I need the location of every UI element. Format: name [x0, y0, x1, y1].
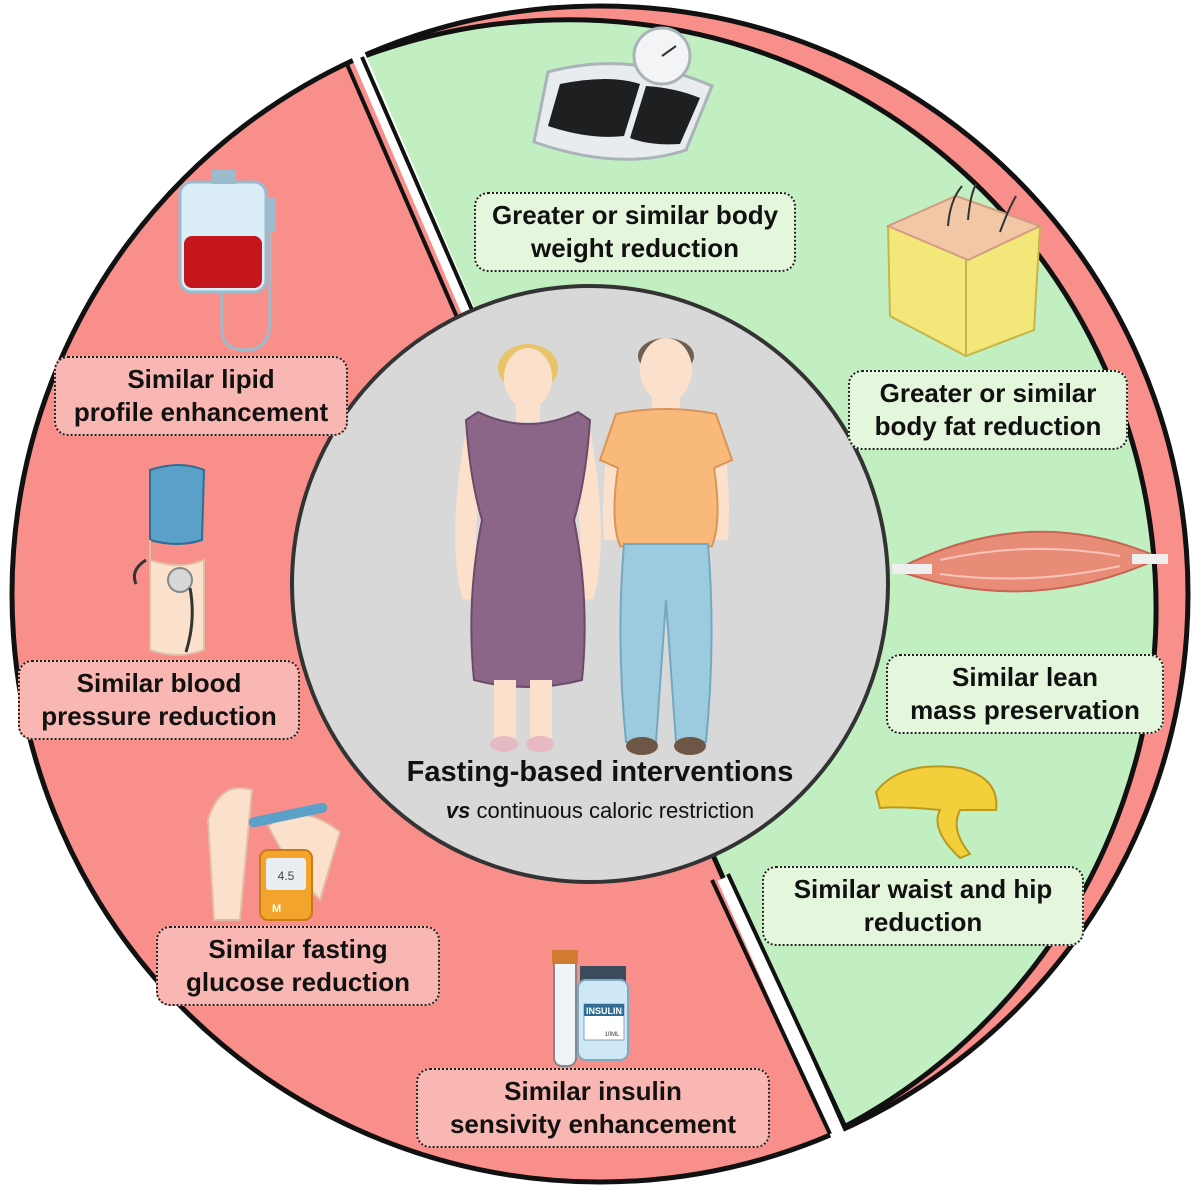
outcome-lean-mass: Similar lean mass preservation: [886, 654, 1164, 734]
woman-figure-icon: [455, 344, 601, 752]
outcome-line-2: sensivity enhancement: [449, 1109, 737, 1139]
center-subtitle-vs: vs: [445, 798, 471, 823]
insulin-vial-icon: INSULIN 10ML: [552, 950, 629, 1067]
outcome-line-1: Similar fasting: [208, 934, 388, 964]
glucometer-icon: 4.5 M: [206, 787, 342, 921]
divider-top-edge-2: [344, 61, 468, 339]
outcome-line-2: mass preservation: [910, 695, 1140, 725]
outcome-line-1: Similar insulin: [504, 1076, 682, 1106]
tape-measure-icon: [874, 765, 998, 860]
center-subtitle: vs continuous caloric restriction: [300, 798, 900, 824]
glucometer-key: M: [272, 903, 281, 915]
muscle-icon: [892, 530, 1168, 593]
center-title: Fasting-based interventions: [406, 756, 794, 788]
outcome-blood-pressure: Similar blood pressure reduction: [18, 660, 300, 740]
fat-tissue-icon: [885, 183, 1043, 358]
outcome-line-2: body fat reduction: [874, 411, 1102, 441]
outcome-line-2: profile enhancement: [73, 397, 329, 427]
divider-bottom-edge: [726, 873, 848, 1129]
outcome-lipid-profile: Similar lipid profile enhancement: [54, 356, 348, 436]
outcome-line-1: Greater or similar body: [491, 200, 779, 230]
outcome-body-fat: Greater or similar body fat reduction: [848, 370, 1128, 450]
divider-top: [343, 33, 485, 337]
blood-bag-icon: [178, 170, 276, 352]
outcome-line-1: Similar waist and hip: [793, 874, 1053, 904]
divider-top-edge: [360, 56, 484, 334]
outcome-line-2: pressure reduction: [41, 701, 277, 731]
outcome-line-1: Greater or similar: [879, 378, 1097, 408]
glucometer-reading: 4.5: [278, 869, 295, 883]
blood-pressure-cuff-icon: [132, 464, 206, 656]
divider-bottom-edge-2: [710, 879, 832, 1135]
outcome-line-1: Similar blood: [76, 668, 242, 698]
outcome-line-2: glucose reduction: [186, 967, 410, 997]
center-subtitle-rest: continuous caloric restriction: [470, 798, 755, 823]
outcome-line-1: Similar lipid: [127, 364, 275, 394]
vial-label: INSULIN: [586, 1006, 622, 1016]
vial-volume: 10ML: [604, 1032, 620, 1038]
divider-bottom: [717, 875, 847, 1143]
outcome-fasting-glucose: Similar fasting glucose reduction: [156, 926, 440, 1006]
man-figure-icon: [598, 338, 734, 755]
outcome-insulin-sensitivity: Similar insulin sensivity enhancement: [416, 1068, 770, 1148]
outcome-line-2: weight reduction: [531, 233, 739, 263]
outcome-line-2: reduction: [863, 907, 983, 937]
outcome-body-weight: Greater or similar body weight reduction: [474, 192, 796, 272]
outcome-waist-hip: Similar waist and hip reduction: [762, 866, 1084, 946]
scale-icon: [532, 26, 714, 161]
outcome-line-1: Similar lean: [952, 662, 1098, 692]
